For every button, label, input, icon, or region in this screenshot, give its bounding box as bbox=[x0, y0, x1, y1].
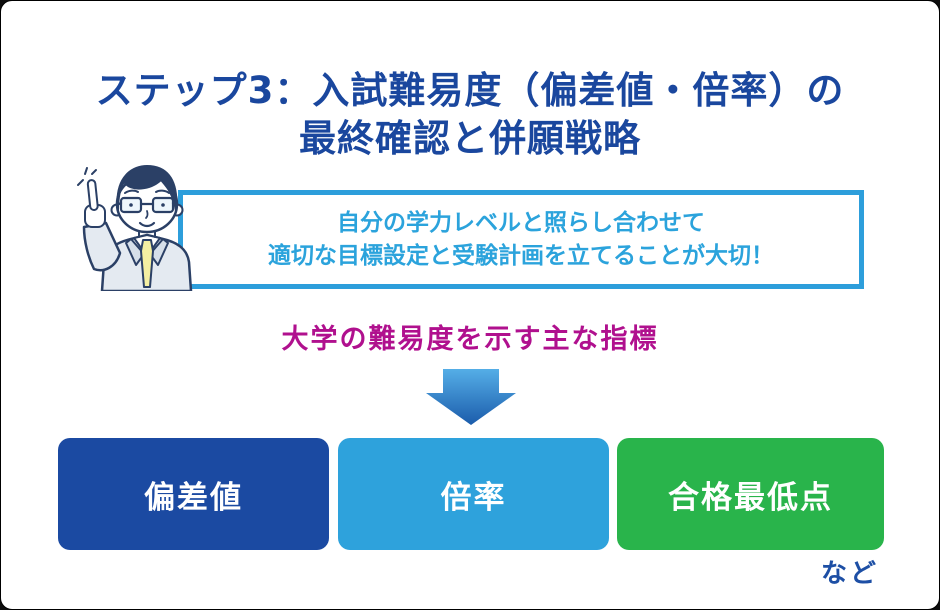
indicator-goukaku-saiteiten: 合格最低点 bbox=[617, 438, 884, 550]
page-title-line1: ステップ3：入試難易度（偏差値・倍率）の bbox=[95, 69, 845, 112]
callout-box: 自分の学力レベルと照らし合わせて 適切な目標設定と受験計画を立てることが大切！ bbox=[178, 190, 864, 289]
callout-line2: 適切な目標設定と受験計画を立てることが大切！ bbox=[268, 242, 774, 269]
section-label: 大学の難易度を示す主な指標 bbox=[281, 324, 659, 355]
indicator-label: 合格最低点 bbox=[668, 479, 833, 516]
down-arrow-icon bbox=[426, 369, 516, 425]
callout-line1: 自分の学力レベルと照らし合わせて bbox=[337, 209, 705, 236]
indicator-label: 偏差値 bbox=[144, 479, 243, 516]
page-title: ステップ3：入試難易度（偏差値・倍率）の 最終確認と併願戦略 bbox=[1, 67, 939, 163]
advisor-pointing-icon bbox=[77, 165, 193, 293]
advisor-illustration bbox=[74, 161, 206, 293]
indicator-bairitsu: 倍率 bbox=[338, 438, 609, 550]
indicator-hensachi: 偏差値 bbox=[58, 438, 329, 550]
indicator-label: 倍率 bbox=[440, 479, 507, 516]
etc-label: など bbox=[820, 559, 879, 589]
page-title-line2: 最終確認と併願戦略 bbox=[299, 117, 641, 160]
